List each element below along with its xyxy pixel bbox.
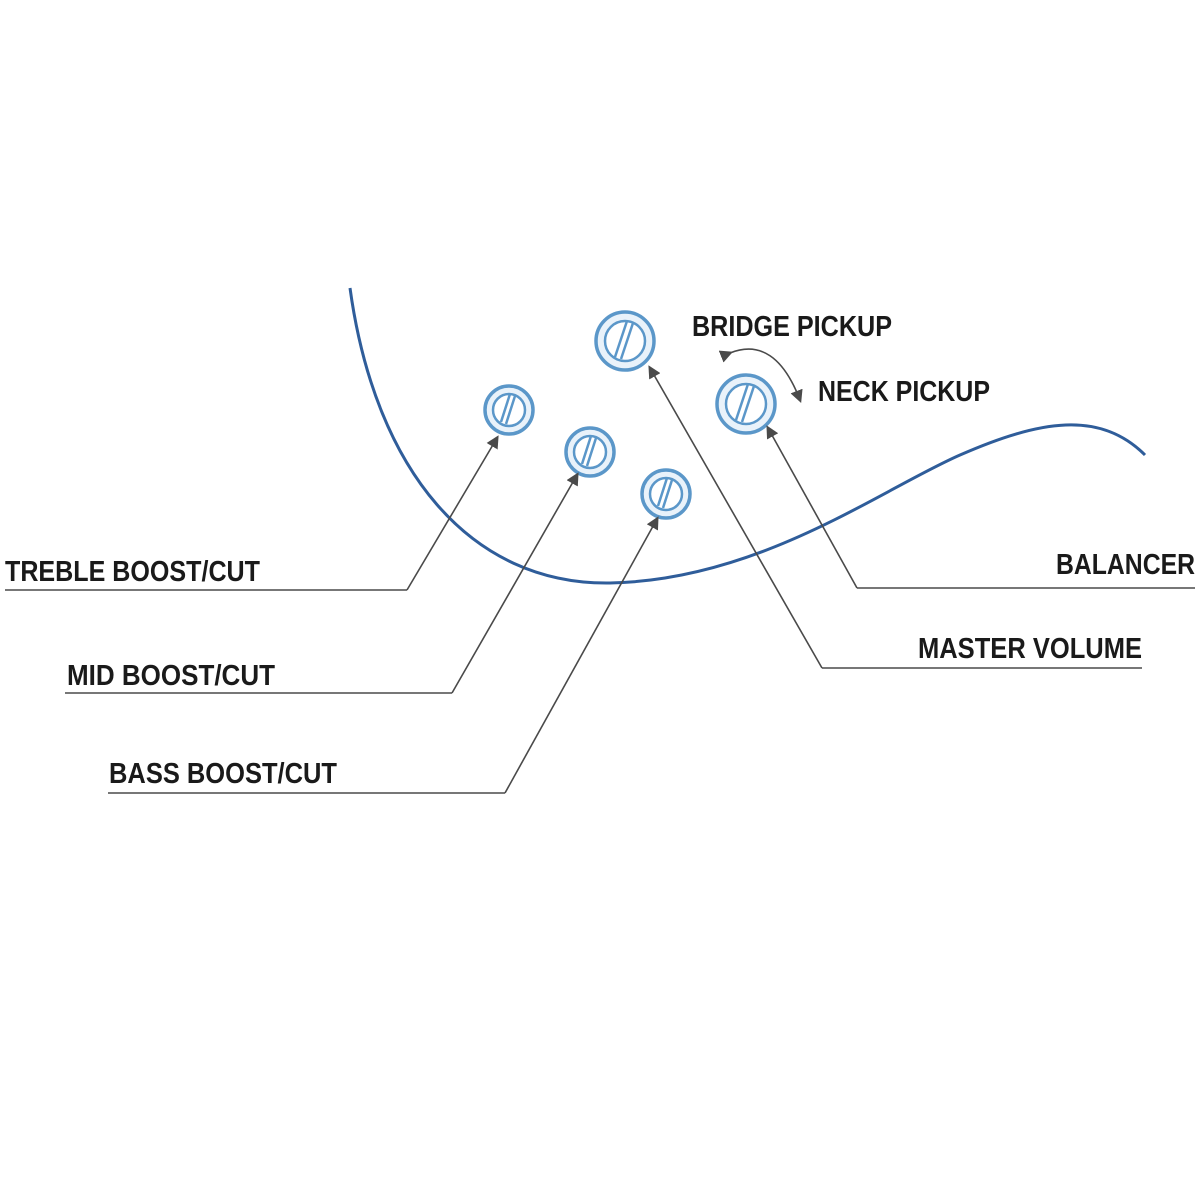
- master-volume-leader-line: [648, 365, 823, 669]
- neck-pickup-label: NECK PICKUP: [818, 376, 990, 408]
- mid-label: MID BOOST/CUT: [67, 660, 275, 692]
- master-volume-knob[interactable]: [594, 310, 656, 372]
- mid-leader-line: [451, 472, 579, 694]
- mid-knob[interactable]: [564, 426, 616, 478]
- treble-leader-line: [406, 435, 499, 591]
- bass-label: BASS BOOST/CUT: [109, 758, 337, 790]
- pickup-rotation-arrow: [718, 348, 803, 403]
- treble-knob[interactable]: [483, 384, 535, 436]
- bass-knob[interactable]: [640, 468, 692, 520]
- body-outline-curve: [348, 287, 1147, 585]
- treble-label: TREBLE BOOST/CUT: [5, 556, 260, 588]
- bridge-pickup-label: BRIDGE PICKUP: [692, 311, 892, 343]
- balancer-label: BALANCER: [1056, 549, 1195, 581]
- balancer-leader-line: [766, 425, 858, 589]
- balancer-knob[interactable]: [715, 373, 777, 435]
- master-volume-label: MASTER VOLUME: [918, 633, 1142, 665]
- bass-leader-line: [504, 516, 659, 794]
